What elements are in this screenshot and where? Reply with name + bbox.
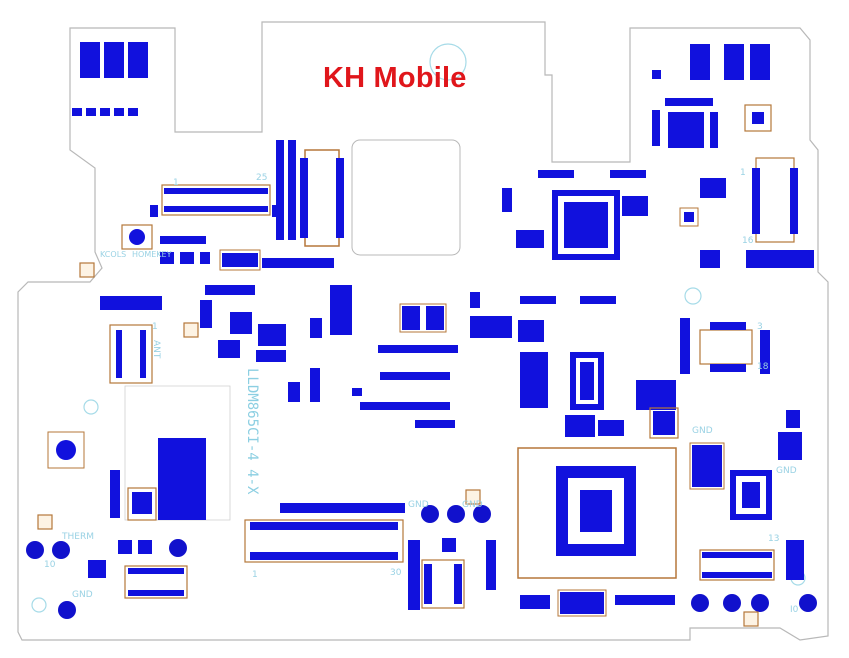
silk-pin-16: 16: [742, 236, 754, 246]
battery-connector: [408, 538, 496, 610]
silk-gnd-4: GND: [692, 426, 713, 436]
passive-strip: [352, 345, 458, 428]
silk-homekey: HOMEKEY: [132, 250, 172, 259]
shield-cutout: [351, 139, 461, 256]
mid-cluster: [200, 285, 352, 402]
connector-j2: [276, 140, 344, 247]
ic-top-right: [502, 170, 726, 268]
board-outline: [17, 21, 829, 641]
silk-gnd-2: GND: [408, 500, 429, 510]
orange-pads: [37, 262, 759, 627]
silk-kcols: KCOLS: [100, 250, 127, 259]
silk-pin-13: 13: [768, 534, 780, 544]
top-left-pads: [72, 42, 148, 116]
soc-lower-pad: [560, 592, 604, 614]
silk-pin-18: 18: [757, 362, 769, 372]
board-model-label: LLDM865CI-4 4-X: [244, 368, 260, 495]
silk-ant: ANT: [151, 340, 161, 359]
mid-square-pads: [399, 292, 544, 342]
silk-pin-1c: 1: [152, 322, 158, 332]
watermark-text: KH Mobile: [323, 62, 467, 94]
right-middle: [520, 296, 679, 439]
silk-gnd-1: GND: [72, 590, 93, 600]
mount-hole: [31, 597, 47, 613]
soc-main: [517, 447, 677, 579]
ic-left: [110, 438, 206, 521]
bottom-left: [47, 431, 188, 599]
connector-right: [746, 157, 814, 268]
test-points: [26, 505, 817, 619]
silk-gnd-5: GND: [776, 466, 797, 476]
silk-pin-30: 30: [390, 568, 402, 578]
silk-pin-10: 10: [44, 560, 56, 570]
top-right-pads: [652, 44, 772, 148]
connector-bottom: [244, 503, 405, 563]
silk-pin-1d: 1: [740, 168, 746, 178]
left-connector: [100, 296, 162, 384]
silk-pin-25: 25: [256, 173, 268, 183]
silk-pin-1b: 1: [252, 570, 258, 580]
mount-hole: [429, 43, 467, 81]
silk-gnd-3: GND: [462, 500, 483, 510]
silk-pin-3: 3: [757, 322, 763, 332]
inner-outline: [124, 385, 231, 521]
switch: [121, 224, 153, 250]
silk-pin-i0: I0: [790, 605, 799, 615]
mount-hole: [83, 399, 99, 415]
far-right: [680, 318, 804, 581]
mount-hole: [684, 287, 702, 305]
connector-j1: [150, 184, 280, 217]
silk-pin-1a: 1: [173, 178, 179, 188]
silk-therm: THERM: [62, 532, 94, 542]
